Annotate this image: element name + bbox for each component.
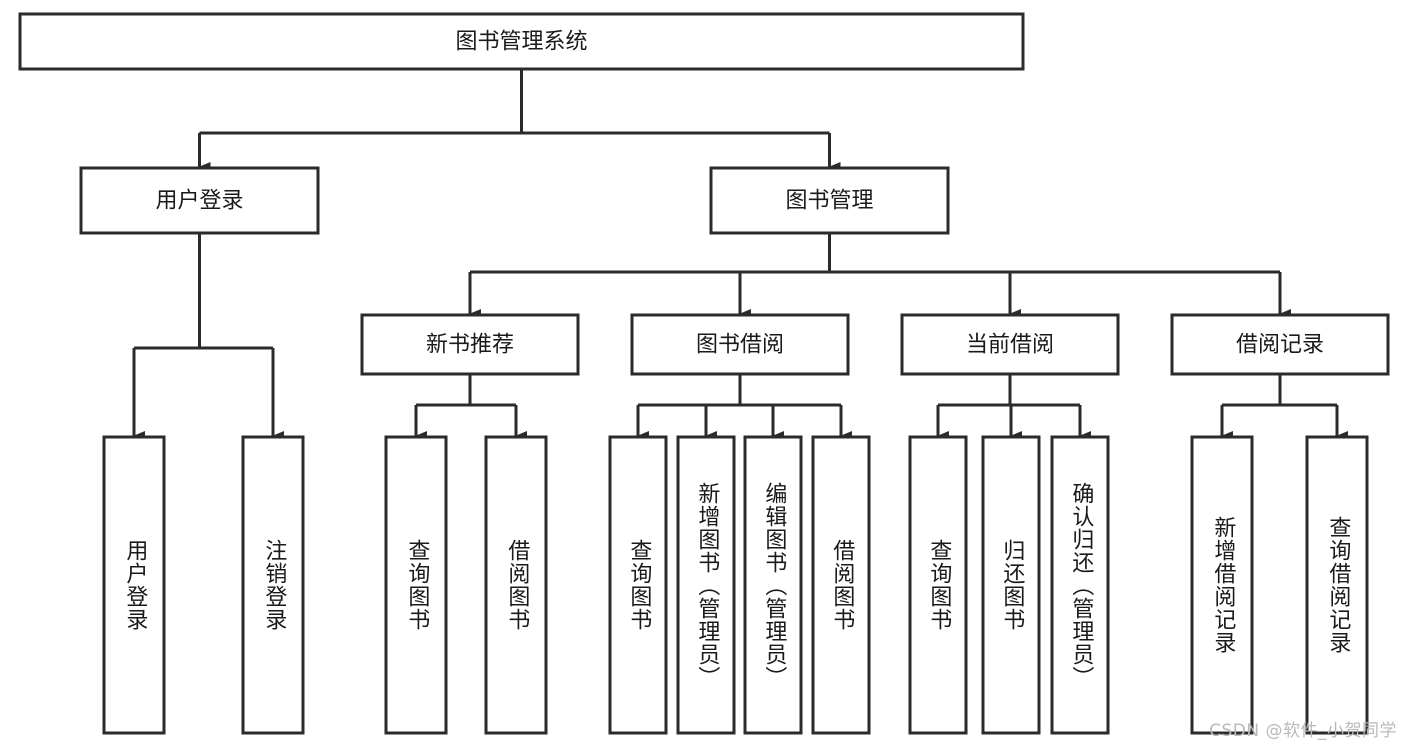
node-level2-2[interactable]: 当前借阅 (900, 313, 1120, 376)
node-label-图书管理系统: 图书管理系统 (455, 30, 587, 55)
node-root-0[interactable]: 图书管理系统 (18, 12, 1025, 71)
node-box-图书管理系统[interactable] (18, 12, 1025, 71)
node-box-用户登录[interactable] (79, 166, 320, 235)
node-level2-3[interactable]: 借阅记录 (1170, 313, 1390, 376)
node-label-借阅记录: 借阅记录 (1236, 333, 1324, 358)
node-label-图书管理: 图书管理 (785, 189, 873, 214)
node-leaf-0[interactable] (102, 435, 166, 735)
node-box-查询图书[interactable] (908, 435, 968, 735)
node-leaf-9[interactable] (981, 435, 1041, 735)
node-leaf-7[interactable] (811, 435, 871, 735)
node-leaf-12[interactable] (1305, 435, 1369, 735)
node-box-借阅记录[interactable] (1170, 313, 1390, 376)
node-leaf-5[interactable] (676, 435, 736, 735)
node-leaf-11[interactable] (1190, 435, 1254, 735)
node-box-确认归还管理员[interactable] (1050, 435, 1110, 735)
node-leaf-8[interactable] (908, 435, 968, 735)
node-label-新书推荐: 新书推荐 (426, 333, 514, 358)
node-box-新书推荐[interactable] (360, 313, 580, 376)
node-box-当前借阅[interactable] (900, 313, 1120, 376)
node-leaf-6[interactable] (743, 435, 803, 735)
node-box-查询图书[interactable] (384, 435, 448, 735)
node-box-新增借阅记录[interactable] (1190, 435, 1254, 735)
node-box-借阅图书[interactable] (484, 435, 548, 735)
node-leaf-3[interactable] (484, 435, 548, 735)
node-leaf-2[interactable] (384, 435, 448, 735)
node-label-用户登录: 用户登录 (155, 189, 243, 214)
node-box-图书借阅[interactable] (630, 313, 850, 376)
node-box-用户登录[interactable] (102, 435, 166, 735)
watermark: CSDN @软件_小贺同学 (1209, 721, 1397, 741)
node-box-注销登录[interactable] (241, 435, 305, 735)
node-label-当前借阅: 当前借阅 (966, 333, 1054, 358)
node-box-新增图书管理员[interactable] (676, 435, 736, 735)
node-box-查询借阅记录[interactable] (1305, 435, 1369, 735)
node-level2-0[interactable]: 新书推荐 (360, 313, 580, 376)
node-level1-0[interactable]: 用户登录 (79, 166, 320, 235)
node-leaf-1[interactable] (241, 435, 305, 735)
node-level2-1[interactable]: 图书借阅 (630, 313, 850, 376)
node-box-借阅图书[interactable] (811, 435, 871, 735)
node-box-归还图书[interactable] (981, 435, 1041, 735)
node-label-图书借阅: 图书借阅 (696, 333, 784, 358)
node-level1-1[interactable]: 图书管理 (709, 166, 950, 235)
node-box-编辑图书管理员[interactable] (743, 435, 803, 735)
node-box-图书管理[interactable] (709, 166, 950, 235)
node-leaf-10[interactable] (1050, 435, 1110, 735)
node-leaf-4[interactable] (608, 435, 668, 735)
node-box-查询图书[interactable] (608, 435, 668, 735)
connector-lines (132, 69, 1348, 441)
